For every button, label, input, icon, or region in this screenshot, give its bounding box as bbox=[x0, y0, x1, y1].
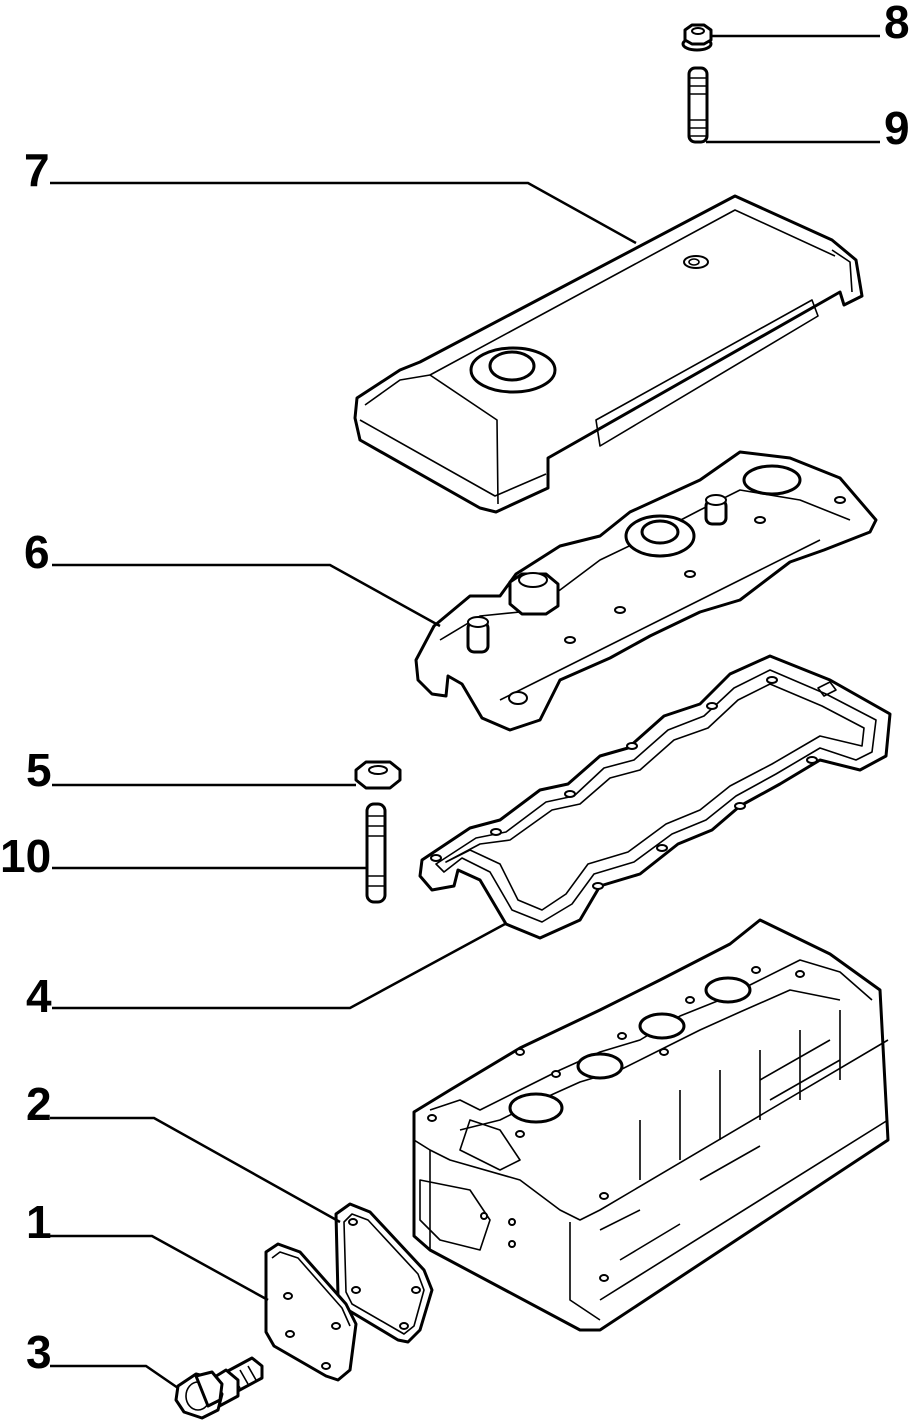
part-3-bolts bbox=[174, 1356, 264, 1420]
callout-8: 8 bbox=[884, 0, 910, 48]
callout-5: 5 bbox=[26, 744, 52, 796]
part-5-hex-nut bbox=[354, 760, 402, 790]
part-6-upper-housing bbox=[414, 450, 878, 732]
part-4-gasket bbox=[418, 654, 892, 940]
leader-2 bbox=[50, 1116, 341, 1224]
callout-4: 4 bbox=[26, 970, 52, 1022]
leader-4 bbox=[52, 922, 506, 1010]
cylinder-head bbox=[412, 918, 890, 1332]
part-8-flange-nut bbox=[681, 23, 713, 52]
leader-3 bbox=[50, 1364, 179, 1390]
leader-6 bbox=[52, 563, 441, 628]
callout-2: 2 bbox=[26, 1078, 52, 1130]
callout-7: 7 bbox=[24, 144, 50, 196]
callout-3: 3 bbox=[26, 1326, 52, 1378]
part-9-stud bbox=[687, 66, 709, 144]
part-2-plate-gasket bbox=[334, 1202, 434, 1344]
callout-9: 9 bbox=[884, 102, 910, 154]
part-1-cover-plate bbox=[264, 1242, 358, 1382]
callout-10: 10 bbox=[0, 830, 51, 882]
callout-6: 6 bbox=[24, 526, 50, 578]
leader-7 bbox=[50, 181, 637, 245]
part-10-stud bbox=[365, 802, 387, 904]
part-7-valve-cover bbox=[353, 194, 864, 514]
callout-1: 1 bbox=[26, 1196, 52, 1248]
leader-1 bbox=[50, 1234, 269, 1302]
